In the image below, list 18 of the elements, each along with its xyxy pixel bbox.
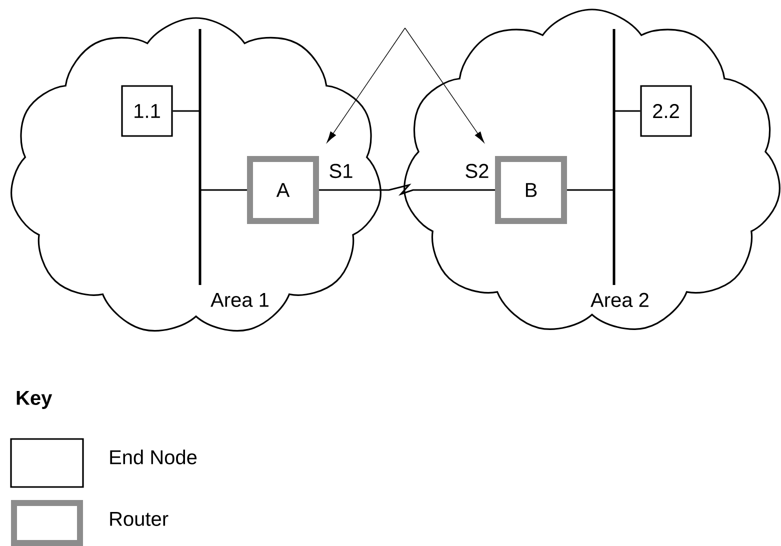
router-box: A [247, 156, 319, 224]
link-line [172, 110, 200, 112]
key-heading: Key [16, 391, 52, 409]
link-line [614, 110, 640, 112]
legend-text: End Node [110, 450, 197, 464]
pointer-arrow [326, 28, 406, 143]
legend-text: Router [110, 512, 168, 526]
link-line [567, 189, 614, 191]
end-node-box: 2.2 [640, 85, 692, 137]
link-line [200, 189, 247, 191]
network-bus-line [612, 29, 616, 285]
network-bus-line [198, 29, 202, 285]
end-node-box: 1.1 [121, 85, 173, 137]
interface-label: S2 [466, 164, 488, 178]
pointer-arrow [404, 28, 484, 143]
serial-link-line [319, 184, 495, 196]
interface-label: S1 [330, 164, 352, 178]
router-box: B [495, 156, 567, 224]
